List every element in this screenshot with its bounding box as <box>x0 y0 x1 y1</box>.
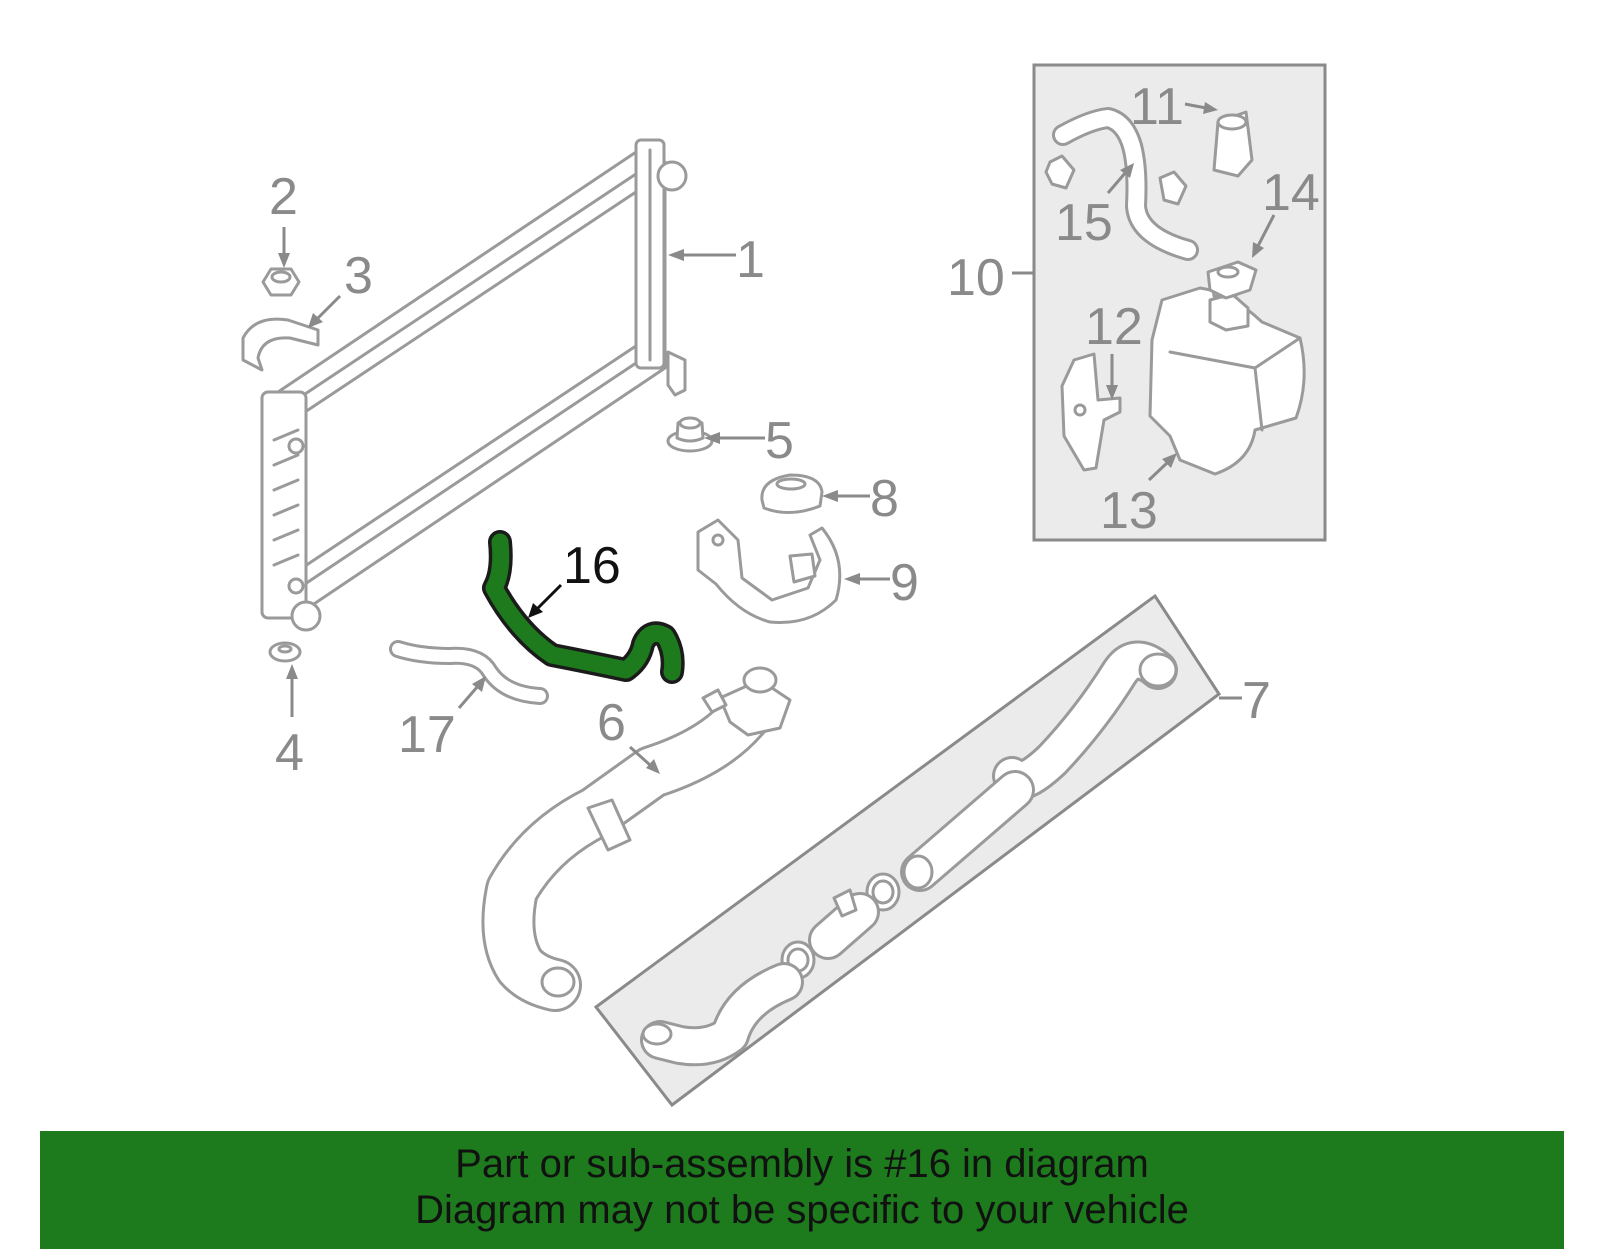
part-9-bracket[interactable] <box>696 518 842 625</box>
callout-16: 16 <box>563 537 621 595</box>
part-14-reservoir-cap[interactable] <box>1206 260 1258 300</box>
callout-4: 4 <box>275 724 304 782</box>
part-11-clip[interactable] <box>1212 110 1254 178</box>
callout-17: 17 <box>398 706 456 764</box>
banner-line-1: Part or sub-assembly is #16 in diagram <box>455 1142 1149 1186</box>
callout-5: 5 <box>765 412 794 470</box>
part-16-hose[interactable] <box>482 530 685 684</box>
callout-10: 10 <box>947 249 1005 307</box>
parts-diagram: 1 2 3 4 5 6 7 8 9 10 11 12 13 14 15 16 1… <box>241 63 1327 1108</box>
callout-2: 2 <box>269 168 298 226</box>
part-4-mount[interactable] <box>268 641 302 663</box>
info-banner: Part or sub-assembly is #16 in diagram D… <box>40 1131 1564 1249</box>
part-2-nut[interactable] <box>261 267 301 297</box>
part-8-radiator-cap[interactable] <box>760 473 824 514</box>
callout-13: 13 <box>1100 482 1158 540</box>
part-12-bracket[interactable] <box>1060 352 1122 472</box>
callout-1: 1 <box>736 231 765 289</box>
part-7-hose-kit[interactable] <box>593 593 1222 1108</box>
callout-14: 14 <box>1262 164 1320 222</box>
part-1-radiator[interactable] <box>260 138 688 632</box>
callout-8: 8 <box>870 470 899 528</box>
callout-7: 7 <box>1242 672 1271 730</box>
part-17-hose[interactable] <box>389 640 549 705</box>
leader-lines <box>278 102 1276 774</box>
callout-15: 15 <box>1055 194 1113 252</box>
banner-line-2: Diagram may not be specific to your vehi… <box>415 1188 1189 1232</box>
part-5-grommet[interactable] <box>666 416 714 453</box>
callout-3: 3 <box>344 247 373 305</box>
callout-11: 11 <box>1130 78 1184 136</box>
callout-12: 12 <box>1085 298 1143 356</box>
part-6-hose[interactable] <box>481 666 792 1012</box>
callout-6: 6 <box>597 694 626 752</box>
part-3-bracket[interactable] <box>241 317 320 372</box>
part-15-hose[interactable] <box>1044 107 1199 261</box>
callout-9: 9 <box>890 554 919 612</box>
